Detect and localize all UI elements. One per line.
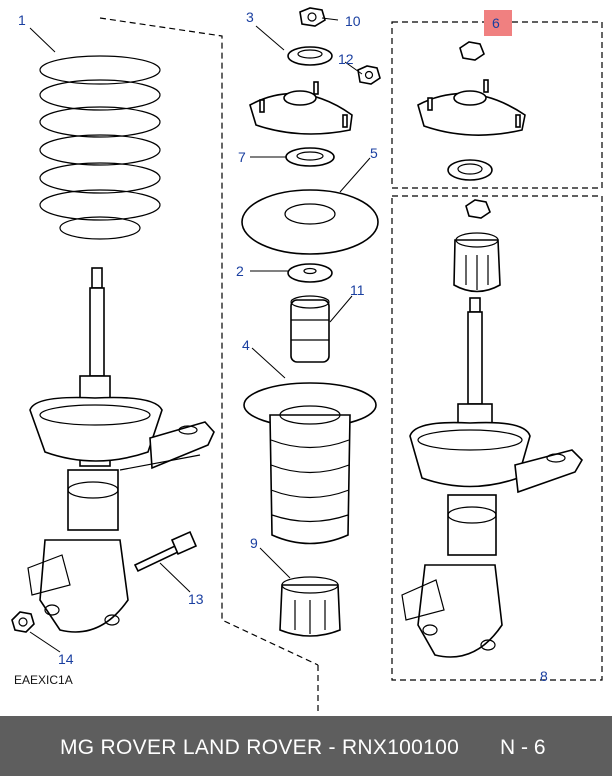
callout-highlight — [484, 10, 512, 36]
callout-14: 14 — [58, 651, 74, 667]
strut-assembly — [27, 267, 215, 633]
strut-complete — [401, 199, 584, 658]
callout-7: 7 — [238, 149, 246, 165]
lower-bush — [279, 576, 341, 637]
callout-8: 8 — [540, 668, 548, 684]
top-nut — [299, 7, 326, 27]
callout-2: 2 — [236, 263, 244, 279]
callout-10: 10 — [345, 13, 361, 29]
washer — [287, 46, 333, 66]
callout-6: 6 — [492, 15, 500, 31]
bump-stop — [290, 295, 330, 363]
page-number: N - 6 — [500, 736, 546, 759]
callout-12: 12 — [338, 51, 354, 67]
callout-13: 13 — [188, 591, 204, 607]
footer-title: MG ROVER LAND ROVER - RNX100100 — [60, 736, 460, 759]
footer-bar: MG ROVER LAND ROVER - RNX100100 N - 6 — [0, 716, 612, 776]
top-mount — [249, 81, 353, 135]
top-mount-kit — [417, 41, 526, 181]
nut — [11, 611, 35, 633]
callout-5: 5 — [370, 145, 378, 161]
spacer — [287, 263, 333, 283]
leader-lines — [29, 17, 371, 653]
parts-diagram: 1 2 3 4 5 6 7 8 9 10 11 12 13 14 EAEXIC1… — [11, 7, 603, 712]
callout-11: 11 — [350, 282, 365, 298]
callouts: 1 2 3 4 5 6 7 8 9 10 11 12 13 14 EAEXIC1… — [14, 9, 548, 687]
callout-3: 3 — [246, 9, 254, 25]
mount-nut — [357, 65, 381, 85]
callout-1: 1 — [18, 12, 26, 28]
coil-spring — [39, 55, 161, 240]
dust-boot — [243, 382, 377, 545]
diagram-code: EAEXIC1A — [14, 673, 73, 687]
bearing — [285, 147, 335, 167]
bolt — [133, 530, 198, 573]
callout-9: 9 — [250, 535, 258, 551]
upper-spring-seat — [241, 189, 379, 255]
callout-4: 4 — [242, 337, 250, 353]
